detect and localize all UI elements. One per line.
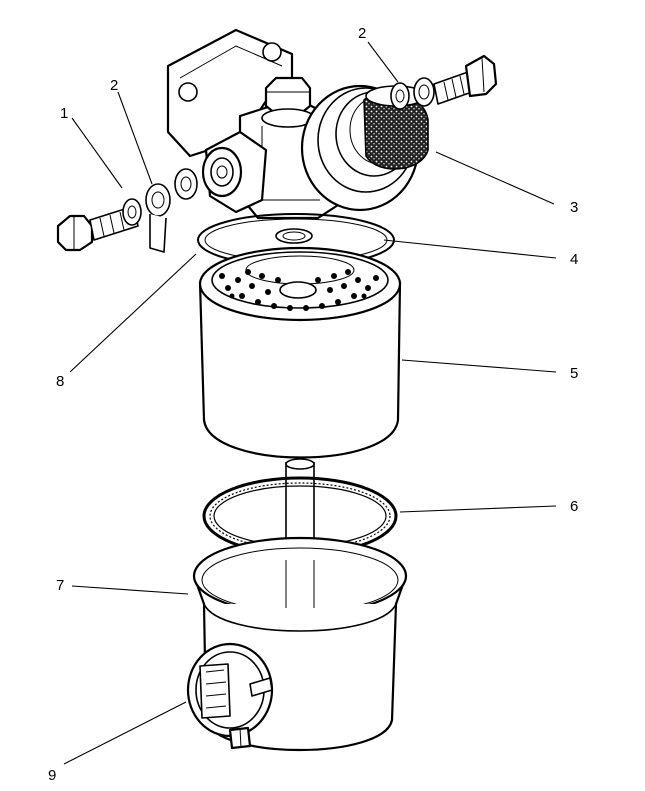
callout-labels: 1 2 2 3 4 5 6 7 8 9 — [48, 25, 578, 784]
water-sensor — [186, 642, 274, 750]
outlet-banjo-bolt — [390, 54, 498, 110]
callout-4: 4 — [570, 251, 578, 268]
callout-8: 8 — [56, 373, 64, 390]
callout-9: 9 — [48, 767, 56, 784]
inlet-banjo-bolt — [56, 168, 198, 253]
callout-1: 1 — [60, 105, 68, 122]
callout-5: 5 — [570, 365, 578, 382]
filter-element — [198, 246, 402, 604]
hand-primer — [300, 84, 429, 212]
callout-6: 6 — [570, 498, 578, 515]
callout-7: 7 — [56, 577, 64, 594]
sediment-bowl — [186, 536, 408, 752]
callout-2-right: 2 — [358, 25, 366, 42]
filter-seal — [275, 228, 313, 244]
leader-lines — [63, 41, 557, 765]
callout-2-left: 2 — [110, 77, 118, 94]
callout-3: 3 — [570, 199, 578, 216]
